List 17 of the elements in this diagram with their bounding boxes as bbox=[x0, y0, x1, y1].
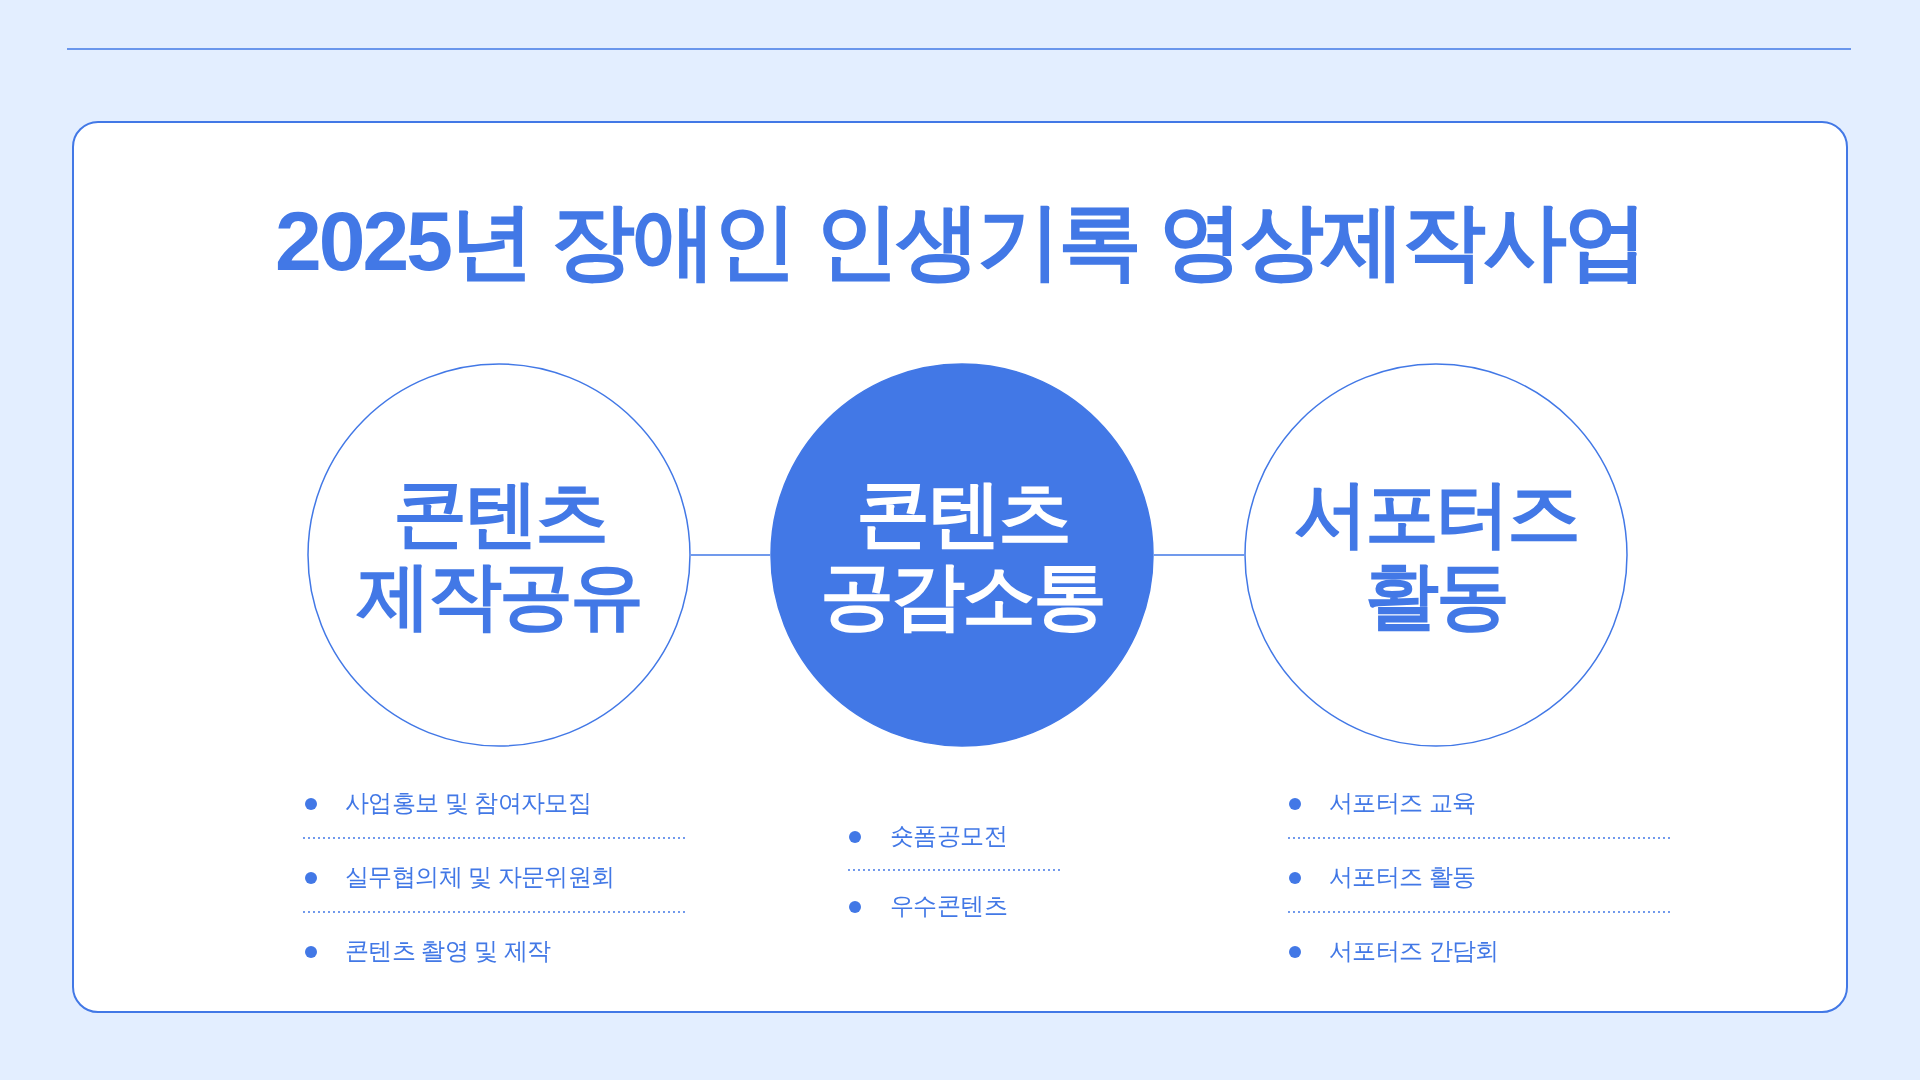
circle-label: 서포터즈 활동 bbox=[1294, 473, 1578, 637]
topic-circle bbox=[770, 363, 1154, 747]
connector-line bbox=[1153, 554, 1245, 556]
list-item-text: 콘텐츠 촬영 및 제작 bbox=[345, 936, 551, 966]
list-item-text: 숏폼공모전 bbox=[890, 821, 1007, 851]
list-item-text: 실무협의체 및 자문위원회 bbox=[345, 862, 615, 892]
list-item-text: 서포터즈 간담회 bbox=[1329, 936, 1499, 966]
circle-label: 콘텐츠 공감소통 bbox=[820, 473, 1104, 637]
connector-line bbox=[690, 554, 771, 556]
list-item-text: 서포터즈 교육 bbox=[1329, 788, 1476, 818]
list-item-text: 사업홍보 및 참여자모집 bbox=[345, 788, 592, 818]
list-item-text: 우수콘텐츠 bbox=[890, 891, 1007, 921]
list-item-text: 서포터즈 활동 bbox=[1329, 862, 1476, 892]
topic-circle bbox=[307, 363, 691, 747]
topic-circle bbox=[1244, 363, 1628, 747]
title: 2025년 장애인 인생기록 영상제작사업 bbox=[275, 193, 1645, 290]
circle-label: 콘텐츠 제작공유 bbox=[357, 473, 641, 637]
